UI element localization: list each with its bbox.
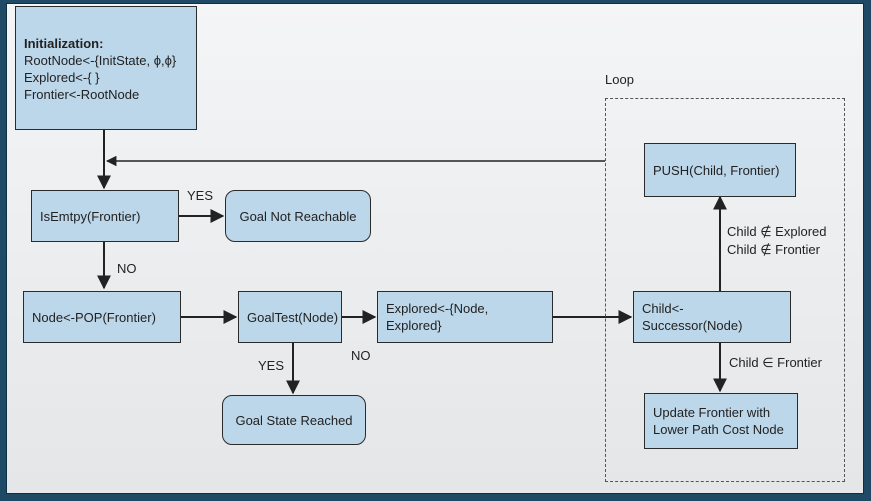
pop-box: Node<-POP(Frontier) bbox=[23, 291, 181, 343]
init-explored: Explored<-{ } bbox=[24, 70, 100, 85]
update-line1: Update Frontier with bbox=[653, 405, 771, 420]
explored-label: Explored<-{Node, Explored} bbox=[386, 301, 489, 333]
pop-label: Node<-POP(Frontier) bbox=[32, 309, 156, 325]
cond-not-explored: Child ∉ Explored bbox=[727, 224, 827, 239]
goal-not-reachable-label: Goal Not Reachable bbox=[239, 208, 357, 224]
no-label-goaltest: NO bbox=[351, 348, 371, 363]
cond-not-frontier: Child ∉ Frontier bbox=[727, 242, 820, 257]
connector-lines bbox=[97, 130, 727, 395]
update-frontier-box: Update Frontier with Lower Path Cost Nod… bbox=[644, 393, 798, 449]
goal-state-reached-label: Goal State Reached bbox=[235, 412, 353, 428]
goal-test-box: GoalTest(Node) bbox=[238, 291, 342, 343]
init-root-node: RootNode<-{InitState, ϕ,ϕ} bbox=[24, 53, 177, 68]
initialization-box: Initialization: RootNode<-{InitState, ϕ,… bbox=[15, 6, 197, 130]
no-label-isempty: NO bbox=[117, 261, 137, 276]
explored-box: Explored<-{Node, Explored} bbox=[377, 291, 553, 343]
push-label: PUSH(Child, Frontier) bbox=[653, 162, 780, 178]
loop-label: Loop bbox=[605, 72, 634, 87]
goal-state-reached-box: Goal State Reached bbox=[222, 395, 366, 445]
init-frontier: Frontier<-RootNode bbox=[24, 87, 140, 102]
update-line2: Lower Path Cost Node bbox=[653, 422, 784, 437]
goal-test-label: GoalTest(Node) bbox=[247, 309, 339, 325]
isempty-label: IsEmtpy(Frontier) bbox=[40, 208, 141, 224]
cond-in-frontier: Child ∈ Frontier bbox=[729, 355, 822, 370]
push-box: PUSH(Child, Frontier) bbox=[644, 143, 796, 197]
flowchart-canvas: Loop Initialization: RootNode<-{InitStat… bbox=[6, 3, 864, 494]
push-condition-label: Child ∉ Explored Child ∉ Frontier bbox=[727, 223, 826, 259]
isempty-box: IsEmtpy(Frontier) bbox=[31, 190, 179, 242]
goal-not-reachable-box: Goal Not Reachable bbox=[225, 190, 371, 242]
successor-box: Child<-Successor(Node) bbox=[633, 291, 791, 343]
init-title: Initialization: bbox=[24, 36, 104, 51]
yes-label-goaltest: YES bbox=[258, 358, 285, 373]
yes-label-isempty: YES bbox=[187, 188, 214, 203]
loop-region bbox=[605, 98, 845, 482]
successor-label: Child<-Successor(Node) bbox=[642, 301, 743, 333]
